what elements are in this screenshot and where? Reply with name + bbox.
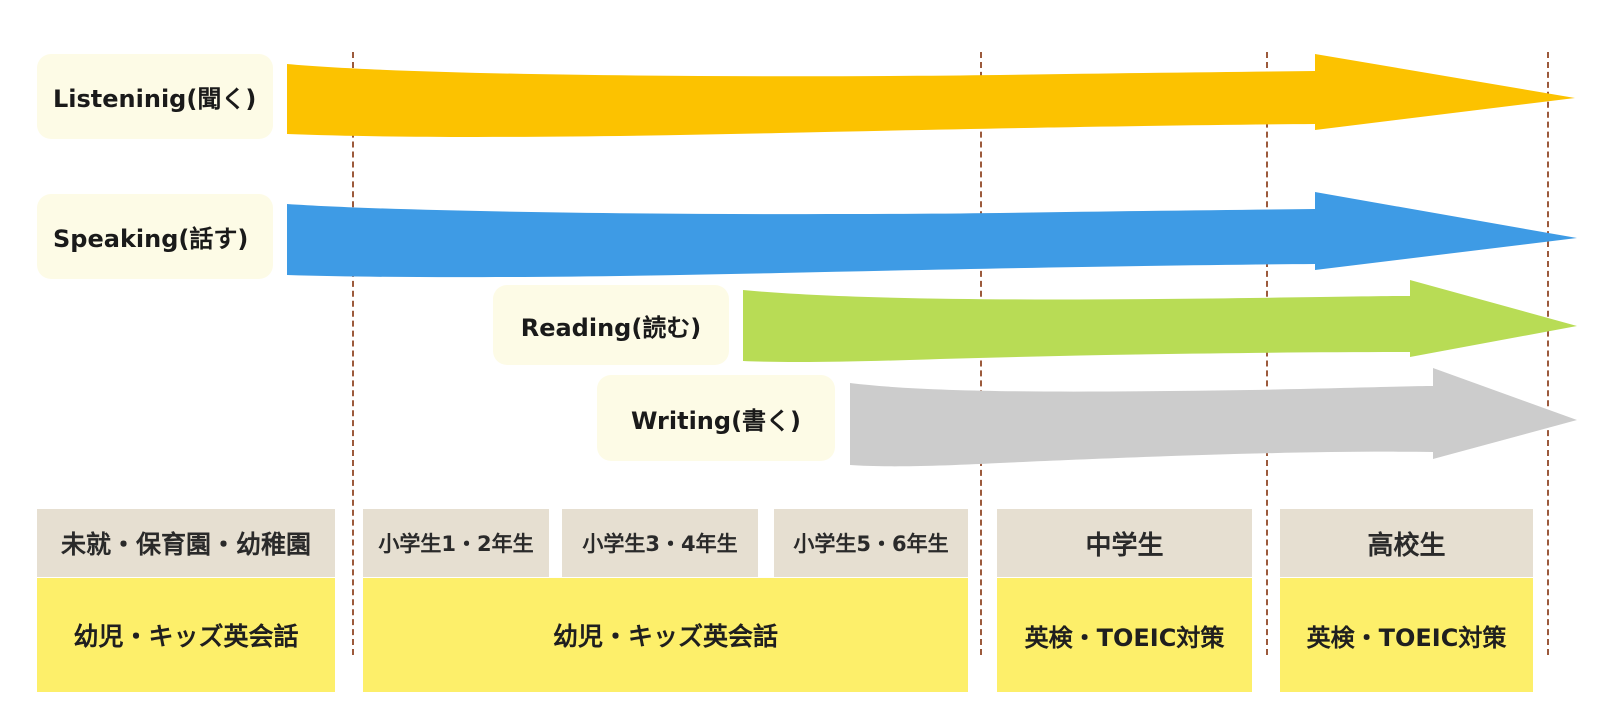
course-high-school: 英検・TOEIC対策 bbox=[1280, 578, 1533, 692]
stage-divider bbox=[1266, 52, 1268, 655]
stage-high-school: 高校生 bbox=[1280, 509, 1533, 577]
listening-arrow bbox=[287, 54, 1575, 137]
stage-preschool: 未就・保育園・幼稚園 bbox=[37, 509, 335, 577]
speaking-arrow bbox=[287, 192, 1577, 278]
stage-divider bbox=[1547, 52, 1549, 655]
stage-elementary-5-6: 小学生5・6年生 bbox=[774, 509, 968, 577]
stage-elementary-3-4: 小学生3・4年生 bbox=[562, 509, 758, 577]
course-elementary: 幼児・キッズ英会話 bbox=[363, 578, 968, 692]
writing-arrow bbox=[850, 368, 1577, 467]
skill-label-speaking: Speaking(話す) bbox=[37, 194, 273, 279]
skill-label-writing: Writing(書く) bbox=[597, 375, 835, 461]
stage-divider bbox=[352, 52, 354, 655]
course-junior-high: 英検・TOEIC対策 bbox=[997, 578, 1252, 692]
stage-junior-high: 中学生 bbox=[997, 509, 1252, 577]
course-preschool: 幼児・キッズ英会話 bbox=[37, 578, 335, 692]
skill-label-listening: Listeninig(聞く) bbox=[37, 54, 273, 139]
reading-arrow bbox=[743, 280, 1577, 363]
stage-elementary-1-2: 小学生1・2年生 bbox=[363, 509, 549, 577]
skill-label-reading: Reading(読む) bbox=[493, 285, 729, 365]
